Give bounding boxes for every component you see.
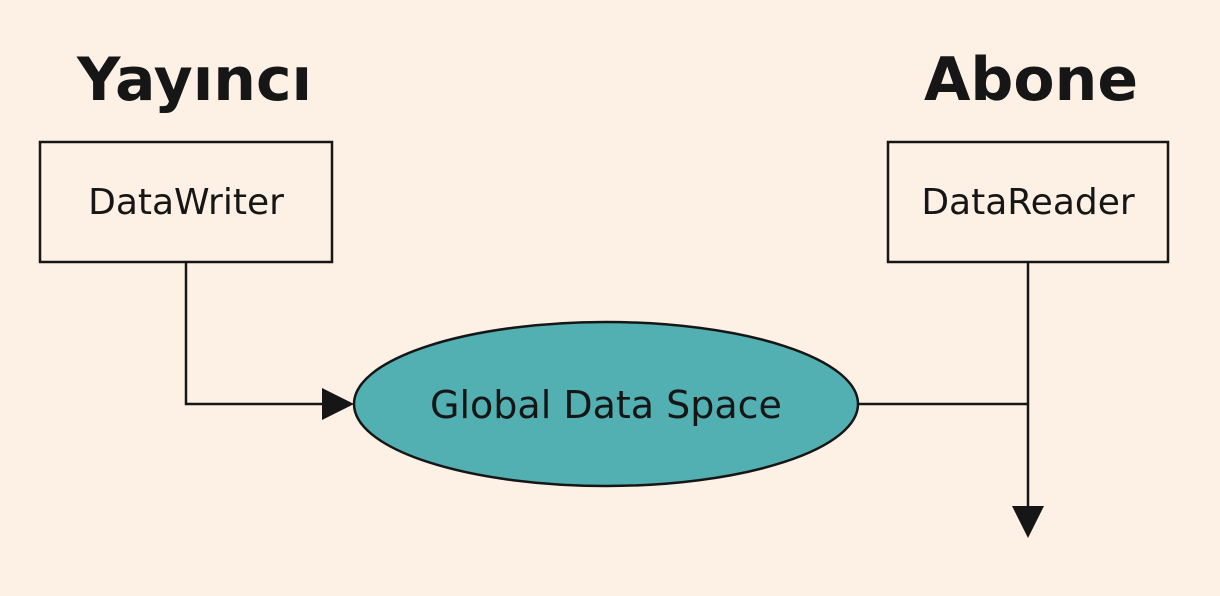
writer-to-space-arrowhead [322,388,354,420]
datareader-box [886,140,1170,264]
datawriter-box [38,140,334,264]
publisher-title: Yayıncı [77,45,313,115]
subscriber-title: Abone [924,45,1139,115]
datawriter-label: DataWriter [88,182,284,223]
datareader-label: DataReader [921,182,1135,223]
writer-to-space-connector [184,262,322,406]
global-data-space-label: Global Data Space [430,383,782,427]
reader-down-arrowhead [1012,506,1044,538]
